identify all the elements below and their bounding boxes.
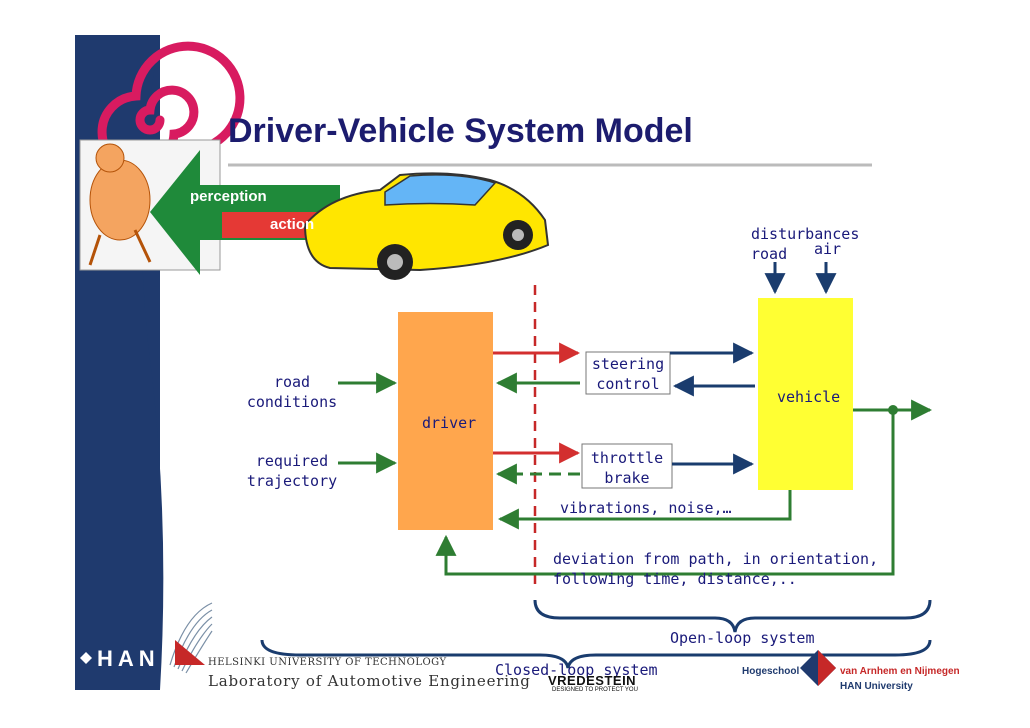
driver-label: driver — [422, 414, 477, 432]
closed-loop-brace — [260, 639, 932, 669]
disturbance-road-label: road — [751, 245, 788, 263]
han-university-label: HAN University — [840, 681, 913, 692]
deviation-line-2: following time, distance,.. — [553, 570, 797, 588]
throttle-brake-label: throttle brake — [582, 448, 672, 488]
han-text: HAN — [97, 646, 160, 671]
brake-label: brake — [604, 469, 650, 487]
han-diamond-icon — [80, 652, 92, 664]
vibrations-feedback-line — [497, 490, 792, 530]
road-conditions-line-1: road — [273, 373, 311, 391]
road-conditions-label: road conditions — [240, 372, 344, 412]
throttle-brake-box — [581, 443, 673, 489]
throttle-label: throttle — [590, 449, 664, 467]
deviation-line-1: deviation from path, in orientation, — [553, 550, 879, 568]
yellow-car-illustration — [303, 172, 550, 280]
hogeschool-label: Hogeschool — [742, 666, 800, 677]
helsinki-university-label: HELSINKI UNIVERSITY OF TECHNOLOGY — [208, 657, 447, 668]
open-loop-label: Open-loop system — [670, 629, 815, 647]
vibrations-label: vibrations, noise,… — [560, 499, 732, 517]
deviation-label: deviation from path, in orientation, fol… — [553, 549, 878, 589]
control-label: control — [596, 375, 660, 393]
road-conditions-line-2: conditions — [246, 393, 338, 411]
action-label: action — [270, 216, 315, 233]
open-loop-brace — [533, 599, 932, 633]
vredestein-logo-text: VREDESTEIN — [548, 673, 637, 688]
vredestein-tagline: DESIGNED TO PROTECT YOU — [552, 687, 638, 693]
deviation-feedback-line — [435, 410, 895, 576]
vehicle-label: vehicle — [777, 388, 841, 406]
closed-loop-label: Closed-loop system — [495, 661, 658, 679]
perception-label: perception — [190, 188, 267, 205]
steering-control-label: steering control — [586, 354, 670, 394]
han-university-logo — [800, 650, 836, 686]
disturbances-label: disturbances — [751, 225, 860, 243]
required-trajectory-label: required trajectory — [238, 451, 346, 491]
steering-label: steering — [591, 355, 665, 373]
required-trajectory-line-2: trajectory — [246, 472, 338, 490]
driver-block — [398, 312, 493, 530]
disturbance-air-label: air — [814, 240, 842, 258]
steering-control-box — [585, 351, 671, 395]
laboratory-label: Laboratory of Automotive Engineering — [208, 672, 531, 690]
required-trajectory-line-1: required — [255, 452, 329, 470]
page-title: Driver-Vehicle System Model — [228, 112, 693, 150]
vehicle-block — [758, 298, 853, 490]
han-band — [75, 640, 160, 690]
vredestein-logo-bg — [542, 672, 638, 694]
arnhem-label: van Arnhem en Nijmegen — [840, 666, 960, 677]
